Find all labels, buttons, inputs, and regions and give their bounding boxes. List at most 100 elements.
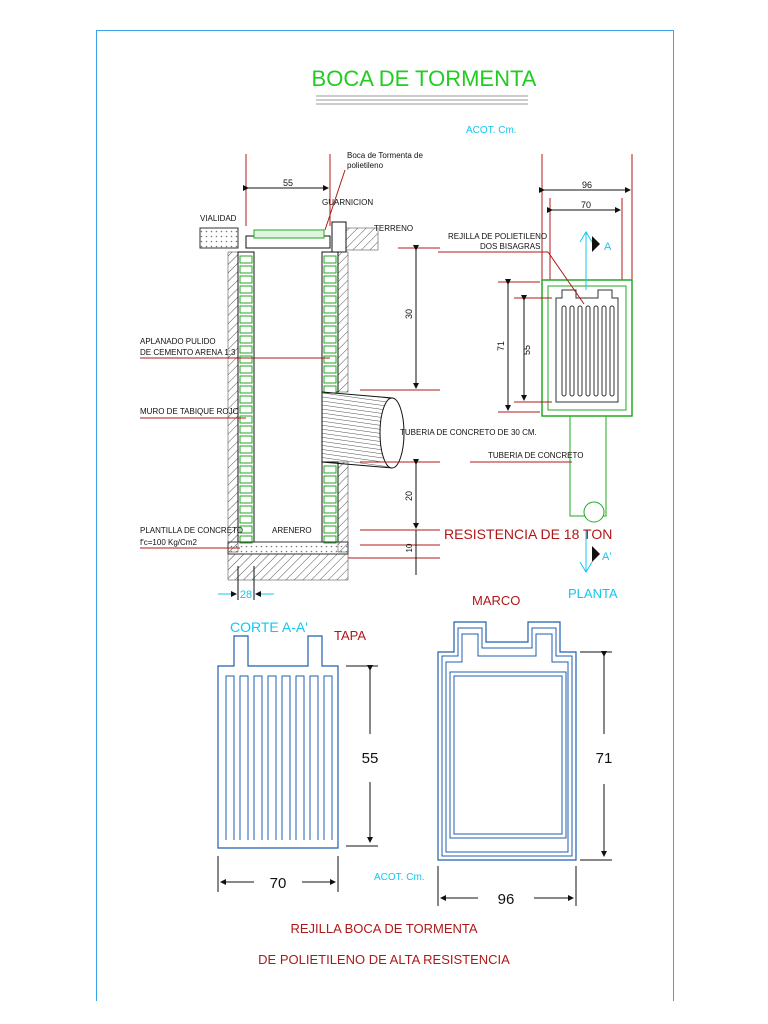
brick	[323, 255, 337, 264]
dim-96-plan: 96	[582, 180, 592, 190]
dim-71-plan: 71	[496, 341, 506, 351]
grate-slot	[577, 305, 583, 397]
brick	[239, 425, 253, 434]
brick	[323, 345, 337, 354]
brick	[239, 405, 253, 414]
tapa-slot	[323, 675, 333, 840]
acot-bottom: ACOT. Cm.	[374, 872, 425, 883]
brick	[323, 525, 337, 534]
brick	[239, 345, 253, 354]
brick	[239, 515, 253, 524]
label-aplanado1: APLANADO PULIDO	[140, 337, 216, 346]
brick	[323, 365, 337, 374]
tapa-slot	[295, 675, 305, 840]
tapa-slot	[309, 675, 319, 840]
footer-line2: DE POLIETILENO DE ALTA RESISTENCIA	[258, 952, 510, 967]
tuberia-label: TUBERIA DE CONCRETO	[488, 451, 583, 460]
dim-70-plan: 70	[581, 200, 591, 210]
brick	[239, 315, 253, 324]
marco-height: 71	[596, 750, 613, 767]
brick	[239, 465, 253, 474]
brick	[239, 285, 253, 294]
rejilla-label1: REJILLA DE POLIETILENO	[448, 232, 547, 241]
label-boca2: polietileno	[347, 161, 384, 170]
label-tuberia30: TUBERIA DE CONCRETO DE 30 CM.	[400, 428, 537, 437]
tapa-slot	[267, 675, 277, 840]
label-aplanado2: DE CEMENTO ARENA 1:3	[140, 348, 236, 357]
tapa-slot	[225, 675, 235, 840]
footer-line1: REJILLA BOCA DE TORMENTA	[290, 921, 477, 936]
label-plantilla2: f'c=100 Kg/Cm2	[140, 538, 197, 547]
brick	[323, 285, 337, 294]
plan-drawing: 96 70 A A' 71 55 REJILLA DE POLIETILENO …	[438, 154, 633, 601]
title: BOCA DE TORMENTA	[312, 66, 537, 91]
brick	[323, 315, 337, 324]
brick	[239, 365, 253, 374]
marco-drawing: MARCO 71 96	[437, 593, 613, 908]
tapa-slot	[281, 675, 291, 840]
grate-slot	[569, 305, 575, 397]
brick	[323, 325, 337, 334]
brick	[323, 485, 337, 494]
tapa-label: TAPA	[334, 628, 366, 643]
label-muro: MURO DE TABIQUE ROJO	[140, 407, 239, 416]
brick	[323, 495, 337, 504]
brick	[239, 485, 253, 494]
label-boca: Boca de Tormenta de	[347, 151, 423, 160]
cut-a2: A'	[602, 551, 611, 563]
brick	[323, 305, 337, 314]
grate-slot	[601, 305, 607, 397]
label-vialidad: VIALIDAD	[200, 214, 237, 223]
brick	[239, 415, 253, 424]
label-terreno: TERRENO	[374, 224, 413, 233]
brick	[239, 275, 253, 284]
brick	[323, 355, 337, 364]
dim-28: 28	[240, 589, 252, 601]
rejilla-label2: DOS BISAGRAS	[480, 242, 540, 251]
brick	[239, 475, 253, 484]
brick	[239, 435, 253, 444]
brick	[323, 265, 337, 274]
dim-30: 30	[404, 309, 414, 319]
brick	[323, 515, 337, 524]
brick	[239, 355, 253, 364]
brick	[323, 465, 337, 474]
brick	[323, 505, 337, 514]
section-drawing: Boca de Tormenta de polietileno GUARNICI…	[140, 151, 537, 635]
brick	[239, 255, 253, 264]
brick	[323, 295, 337, 304]
resistencia-label: RESISTENCIA DE 18 TON	[444, 526, 612, 542]
tapa-slot	[239, 675, 249, 840]
grate-slot	[593, 305, 599, 397]
plan-label: PLANTA	[568, 586, 618, 601]
section-label: CORTE A-A'	[230, 619, 308, 635]
brick	[239, 335, 253, 344]
brick	[239, 445, 253, 454]
brick	[323, 375, 337, 384]
tapa-drawing: TAPA 55 70	[217, 628, 379, 892]
dim-55-plan: 55	[522, 345, 532, 355]
label-guarnicion: GUARNICION	[322, 198, 373, 207]
grate-slot	[561, 305, 567, 397]
brick	[323, 275, 337, 284]
brick	[239, 295, 253, 304]
tapa-height: 55	[362, 750, 379, 767]
marco-width: 96	[498, 891, 515, 908]
brick	[239, 525, 253, 534]
grate-slot	[585, 305, 591, 397]
dim-20: 20	[404, 491, 414, 501]
brick	[239, 375, 253, 384]
dim-10: 10	[405, 543, 414, 552]
sheet-frame	[96, 30, 674, 1001]
brick	[239, 305, 253, 314]
tapa-width: 70	[270, 875, 287, 892]
tapa-slot	[253, 675, 263, 840]
brick	[239, 455, 253, 464]
label-plantilla1: PLANTILLA DE CONCRETO	[140, 526, 243, 535]
brick	[239, 385, 253, 394]
brick	[239, 495, 253, 504]
brick	[239, 395, 253, 404]
brick	[239, 265, 253, 274]
